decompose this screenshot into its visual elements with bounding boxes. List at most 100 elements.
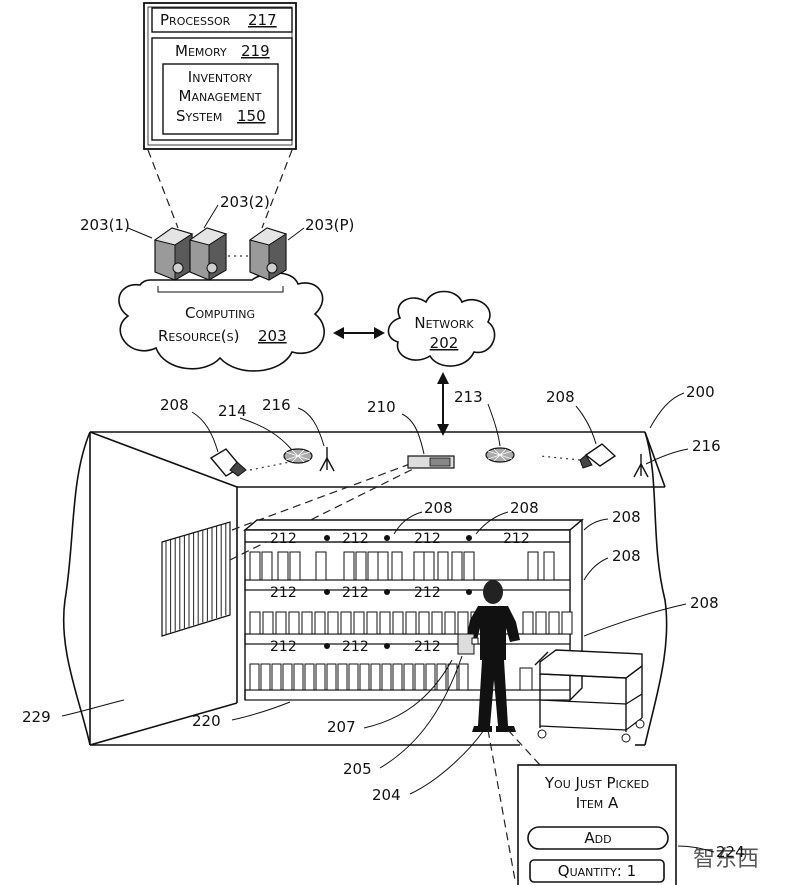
quantity-field[interactable]: Quantity: 1 (529, 859, 665, 883)
ims-line1: Inventory (188, 68, 253, 86)
product-box (548, 611, 560, 635)
ref-224-leader (677, 845, 715, 853)
server-2-label: 203(2) (220, 193, 270, 211)
ref-220: 220 (192, 712, 221, 730)
ref-205: 205 (343, 760, 372, 778)
quantity-label: Quantity: 1 (558, 862, 636, 880)
shelf-label: 212 (342, 531, 369, 547)
memory-ref: 219 (241, 42, 270, 60)
network-facility-arrow (437, 372, 449, 436)
ref-208-shelf-d: 208 (612, 547, 641, 565)
product-box (366, 611, 378, 635)
product-box (249, 663, 260, 691)
ims-line3: System (176, 107, 222, 125)
network-label: Network (414, 314, 474, 332)
antenna-right-icon (633, 454, 649, 478)
server-p-label: 203(P) (305, 216, 354, 234)
shelf-label: 212 (270, 585, 297, 601)
product-box (289, 551, 301, 581)
product-box (379, 611, 391, 635)
product-box (377, 551, 389, 581)
projection-beam-2 (231, 463, 411, 531)
product-box (444, 611, 456, 635)
product-box (301, 611, 313, 635)
server-bracket (157, 286, 284, 293)
product-box (277, 551, 289, 581)
server-p-leader (287, 227, 305, 241)
memory-box: Memory 219 (151, 37, 293, 141)
camera-left-view (249, 461, 291, 471)
wall-display-panel (161, 521, 231, 637)
ref-208-shelf-b: 208 (510, 499, 539, 517)
ref-214: 214 (218, 402, 247, 420)
ref-210: 210 (367, 398, 396, 416)
ims-ref: 150 (237, 107, 266, 125)
ims-line2: Management (179, 87, 262, 105)
product-box (543, 551, 555, 581)
shelf-label: 212 (414, 531, 441, 547)
add-button[interactable]: Add (527, 826, 669, 850)
server-2-leader (203, 204, 219, 229)
product-box (457, 611, 469, 635)
product-box (381, 663, 392, 691)
network-ref: 202 (430, 334, 459, 352)
shelf-label: 212 (342, 585, 369, 601)
product-box (403, 663, 414, 691)
ref-216-left: 216 (262, 396, 291, 414)
product-box (359, 663, 370, 691)
product-box (391, 551, 403, 581)
ref-220-leader (231, 701, 291, 721)
product-box (413, 551, 425, 581)
ref-229: 229 (22, 708, 51, 726)
projection-line-left (147, 149, 179, 229)
shelf-label: 212 (270, 639, 297, 655)
network-cloud (387, 290, 496, 367)
ref-213: 213 (454, 388, 483, 406)
product-box (260, 663, 271, 691)
server-1-leader (127, 227, 153, 239)
product-box (249, 611, 261, 635)
product-box (418, 611, 430, 635)
computing-network-arrow (333, 327, 385, 339)
tote-cart (534, 649, 645, 743)
product-box (437, 551, 449, 581)
product-box (337, 663, 348, 691)
product-box (561, 611, 573, 635)
product-box (262, 611, 274, 635)
user-figure (457, 580, 520, 732)
shelf-labels: 212 212 212 212 212 212 212 212 212 212 (270, 531, 530, 655)
shelf-sensor-dots (324, 535, 472, 649)
ref-208-camera-left: 208 (160, 396, 189, 414)
ref-216-right: 216 (692, 437, 721, 455)
product-box (326, 663, 337, 691)
display-line2: Item A (576, 794, 619, 812)
ref-214-leader (239, 417, 293, 451)
ref-208-shelf-a-leader (393, 511, 423, 535)
camera-right-icon (579, 443, 617, 469)
ref-208-shelf-b-leader (475, 511, 509, 535)
server-1-label: 203(1) (80, 216, 130, 234)
projection-beam (229, 467, 416, 561)
ref-207: 207 (327, 718, 356, 736)
shelf-products (249, 551, 573, 691)
ref-213-leader (487, 403, 501, 447)
product-box (392, 663, 403, 691)
product-box (423, 551, 435, 581)
product-box (447, 663, 458, 691)
product-box (327, 611, 339, 635)
computing-line2: Resource(s) (158, 327, 239, 345)
shelf-label: 212 (342, 639, 369, 655)
ref-208-camera-right: 208 (546, 388, 575, 406)
antenna-left-icon (319, 447, 335, 472)
camera-right-view (539, 455, 581, 461)
product-box (458, 663, 469, 691)
projection-line-right (261, 149, 293, 229)
product-box (275, 611, 287, 635)
ref-224: 224 (716, 843, 745, 861)
ref-208-shelf-a: 208 (424, 499, 453, 517)
product-box (392, 611, 404, 635)
ref-204-leader (409, 729, 485, 795)
shelf-label: 212 (414, 639, 441, 655)
product-box (314, 611, 326, 635)
product-box (315, 663, 326, 691)
